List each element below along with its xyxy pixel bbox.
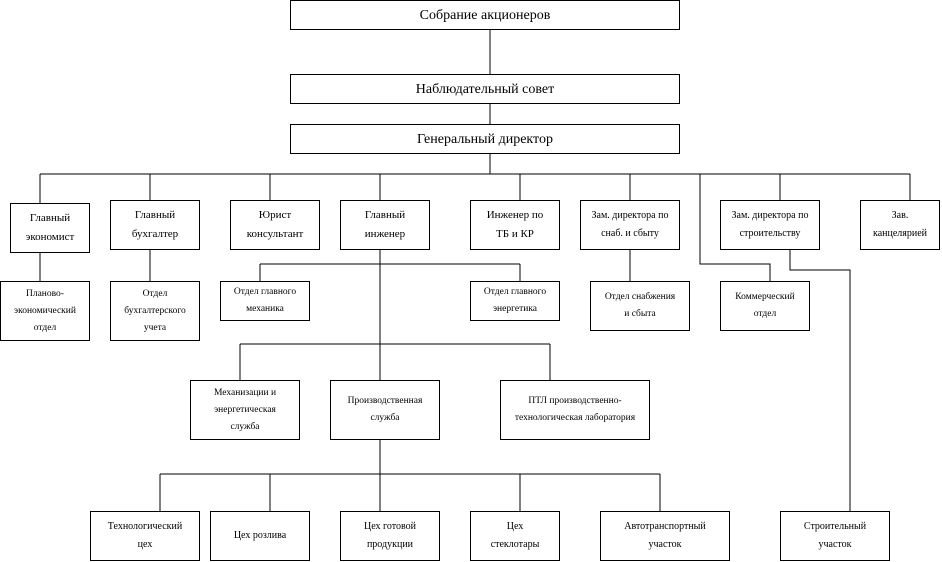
node-glass-shop: Цех стеклотары [470, 511, 560, 561]
node-label: Строительный участок [803, 521, 867, 550]
node-label: Главный инженер [364, 209, 406, 240]
node-label: Отдел бухгалтерского учета [124, 288, 186, 333]
node-label: Зам. директора по строительству [731, 210, 809, 239]
node-planning-dept: Планово- экономический отдел [0, 281, 90, 341]
node-label: Планово- экономический отдел [14, 288, 76, 333]
connector-director-commercial [699, 174, 771, 281]
node-label: Технологический цех [107, 521, 183, 550]
node-head-office: Зав. канцелярией [860, 200, 940, 250]
node-deputy-construction: Зам. директора по строительству [720, 200, 820, 250]
connector-construction-site [789, 250, 851, 511]
node-label: Собрание акционеров [419, 7, 551, 23]
node-label: Отдел главного механика [233, 287, 297, 314]
node-label: Отдел главного энергетика [483, 287, 547, 314]
node-label: Зам. директора по снаб. и сбыту [591, 210, 669, 239]
node-label: Отдел снабжения и сбыта [604, 292, 676, 319]
connector-engineer-departments [259, 263, 521, 281]
node-production-service: Производственная служба [330, 380, 440, 440]
node-label: Цех розлива [233, 530, 287, 541]
connector-shops-bus [159, 473, 661, 511]
node-label: Механизации и энергетическая служба [213, 387, 277, 432]
node-label: Юрист консультант [246, 209, 304, 240]
node-transport-site: Автотранспортный участок [600, 511, 730, 561]
node-chief-engineer: Главный инженер [340, 200, 430, 250]
node-tech-shop: Технологический цех [90, 511, 200, 561]
node-label: Наблюдательный совет [415, 81, 555, 97]
node-general-director: Генеральный директор [290, 124, 680, 154]
node-label: Цех стеклотары [490, 521, 540, 550]
node-deputy-supply: Зам. директора по снаб. и сбыту [580, 200, 680, 250]
node-supply-dept: Отдел снабжения и сбыта [590, 281, 690, 331]
connector-engineer-services [239, 343, 551, 380]
node-supervisory-board: Наблюдательный совет [290, 74, 680, 104]
node-accounting-dept: Отдел бухгалтерского учета [110, 281, 200, 341]
node-shareholders: Собрание акционеров [290, 0, 680, 30]
node-mech-service: Механизации и энергетическая служба [190, 380, 300, 440]
node-label: Производственная служба [347, 396, 423, 423]
node-lab: ПТЛ производственно- технологическая лаб… [500, 380, 650, 440]
node-label: Инженер по ТБ и КР [486, 209, 544, 240]
node-label: Коммерческий отдел [735, 292, 795, 319]
node-label: ПТЛ производственно- технологическая лаб… [514, 396, 636, 423]
node-label: Генеральный директор [417, 131, 553, 147]
connector-bus-drops [39, 174, 911, 203]
node-chief-economist: Главный экономист [10, 203, 90, 253]
node-bottling-shop: Цех розлива [210, 511, 310, 561]
node-chief-power: Отдел главного энергетика [470, 281, 560, 321]
node-safety-engineer: Инженер по ТБ и КР [470, 200, 560, 250]
node-commercial-dept: Коммерческий отдел [720, 281, 810, 331]
node-chief-mechanic: Отдел главного механика [220, 281, 310, 321]
node-label: Главный бухгалтер [131, 209, 179, 240]
node-legal-counsel: Юрист консультант [230, 200, 320, 250]
node-finished-goods-shop: Цех готовой продукции [340, 511, 440, 561]
node-construction-site: Строительный участок [780, 511, 890, 561]
node-label: Зав. канцелярией [872, 210, 928, 239]
node-label: Цех готовой продукции [364, 521, 416, 550]
node-label: Автотранспортный участок [624, 521, 706, 550]
connector-director-top-bus [40, 154, 910, 175]
node-chief-accountant: Главный бухгалтер [110, 200, 200, 250]
node-label: Главный экономист [25, 212, 75, 243]
